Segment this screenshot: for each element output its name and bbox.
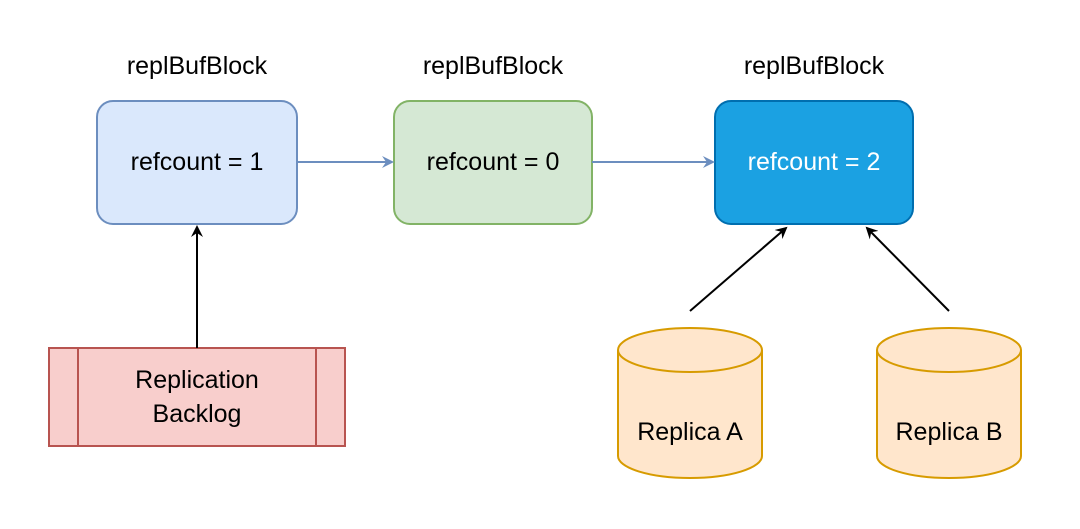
block-2-refcount: refcount = 0	[427, 148, 560, 176]
block-3-title: replBufBlock	[744, 52, 885, 80]
replica-b-cylinder-rim	[876, 349, 1022, 373]
replication-backlog[interactable]: Replication Backlog	[48, 347, 346, 447]
replica-b-cylinder	[876, 327, 1022, 479]
replica-a-cylinder	[617, 327, 763, 479]
repl-buf-block-2[interactable]: refcount = 0	[393, 100, 593, 225]
block-3-box	[714, 100, 914, 225]
replica-a-label: Replica A	[637, 418, 743, 446]
replica-b[interactable]: Replica B	[876, 327, 1022, 479]
block-3-refcount: refcount = 2	[748, 148, 881, 176]
backlog-label-line1: Replication	[135, 366, 259, 394]
replica-a[interactable]: Replica A	[617, 327, 763, 479]
block-2-title: replBufBlock	[423, 52, 564, 80]
replica-a-reference-arrow	[689, 226, 788, 312]
backlog-box	[48, 347, 346, 447]
replica-a-cylinder-rim	[617, 349, 763, 373]
block-1-refcount: refcount = 1	[131, 148, 264, 176]
replica-b-reference-arrow	[865, 226, 950, 312]
replica-b-label: Replica B	[896, 418, 1003, 446]
repl-buf-block-3[interactable]: refcount = 2	[714, 100, 914, 225]
backlog-label-line2: Backlog	[153, 400, 242, 428]
repl-buf-block-1[interactable]: refcount = 1	[96, 100, 298, 225]
block-1-title: replBufBlock	[127, 52, 268, 80]
